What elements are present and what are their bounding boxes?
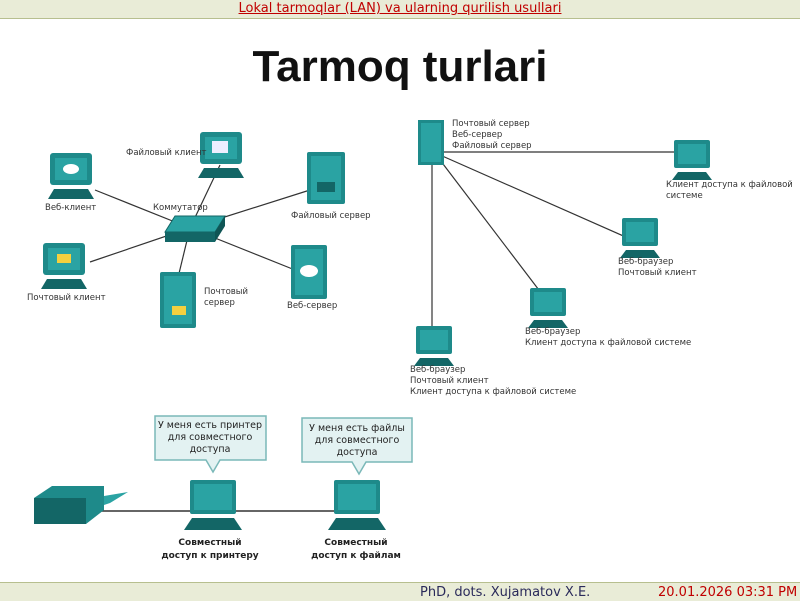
- label-pc2-line1: Веб-браузер: [618, 257, 673, 267]
- label-pc4-line1: Веб-браузер: [410, 365, 465, 375]
- pc-icon: [414, 326, 454, 366]
- header-title[interactable]: Lokal tarmoqlar (LAN) va ularning qurili…: [238, 1, 562, 16]
- label-file-server: Файловый сервер: [291, 211, 371, 221]
- speech-bubble-files: [301, 417, 413, 476]
- label-shared-files-2: доступ к файлам: [311, 551, 401, 561]
- switch-icon: [164, 215, 226, 242]
- pc-icon: [672, 140, 712, 180]
- printer-icon: [34, 486, 128, 524]
- bubble1-line3: доступа: [190, 444, 231, 455]
- label-server-2: Веб-сервер: [452, 130, 502, 140]
- footer-bar: PhD, dots. Xujamatov X.E. 20.01.2026 03:…: [0, 582, 800, 601]
- bubble2-line1: У меня есть файлы: [309, 423, 405, 434]
- pc-icon: [184, 480, 242, 530]
- mail-server-icon: [160, 272, 196, 328]
- label-server-1: Почтовый сервер: [452, 119, 530, 129]
- label-pc4-line3: Клиент доступа к файловой системе: [410, 387, 576, 397]
- pc-icon: [528, 288, 568, 328]
- label-shared-printer-2: доступ к принтеру: [161, 551, 258, 561]
- label-pc1-line1: Клиент доступа к файловой: [666, 180, 793, 190]
- speech-bubble-printer: [154, 415, 267, 474]
- bubble2-line3: доступа: [337, 447, 378, 458]
- star-topology-diagram: Коммутатор Файловый клиент Веб-клиент Фа…: [27, 132, 371, 328]
- web-server-icon: [291, 245, 327, 299]
- label-shared-printer-1: Совместный: [178, 538, 241, 548]
- peer-to-peer-diagram: У меня есть принтер для совместного дост…: [34, 415, 413, 561]
- client-server-links: [431, 151, 690, 326]
- label-file-client: Файловый клиент: [126, 148, 207, 158]
- client-server-diagram: Почтовый сервер Веб-сервер Файловый серв…: [410, 119, 793, 397]
- slide-title: Tarmoq turlari: [252, 42, 548, 91]
- header-bar: Lokal tarmoqlar (LAN) va ularning qurili…: [0, 0, 800, 19]
- label-shared-files-1: Совместный: [324, 538, 387, 548]
- footer-author: PhD, dots. Xujamatov X.E.: [420, 585, 591, 600]
- label-mail-server-2: сервер: [204, 298, 235, 308]
- mail-client-pc-icon: [41, 243, 87, 289]
- pc-icon: [328, 480, 386, 530]
- file-server-icon: [307, 152, 345, 204]
- label-pc1-line2: системе: [666, 191, 703, 201]
- bubble2-line2: для совместного: [315, 435, 400, 446]
- label-pc3-line1: Веб-браузер: [525, 327, 580, 337]
- label-web-server: Веб-сервер: [287, 301, 337, 311]
- label-pc4-line2: Почтовый клиент: [410, 376, 489, 386]
- label-mail-server-1: Почтовый: [204, 287, 248, 297]
- label-pc3-line2: Клиент доступа к файловой системе: [525, 338, 691, 348]
- pc-icon: [620, 218, 660, 258]
- label-web-client: Веб-клиент: [45, 203, 96, 213]
- label-mail-client: Почтовый клиент: [27, 293, 106, 303]
- bubble1-line2: для совместного: [168, 432, 253, 443]
- file-client-pc-icon: [198, 132, 244, 178]
- label-pc2-line2: Почтовый клиент: [618, 268, 697, 278]
- label-server-3: Файловый сервер: [452, 141, 532, 151]
- bubble1-line1: У меня есть принтер: [158, 420, 262, 431]
- footer-date: 20.01.2026 03:31 PM: [658, 585, 798, 600]
- multi-server-icon: [418, 120, 444, 165]
- web-client-pc-icon: [48, 153, 94, 199]
- label-switch: Коммутатор: [153, 203, 208, 213]
